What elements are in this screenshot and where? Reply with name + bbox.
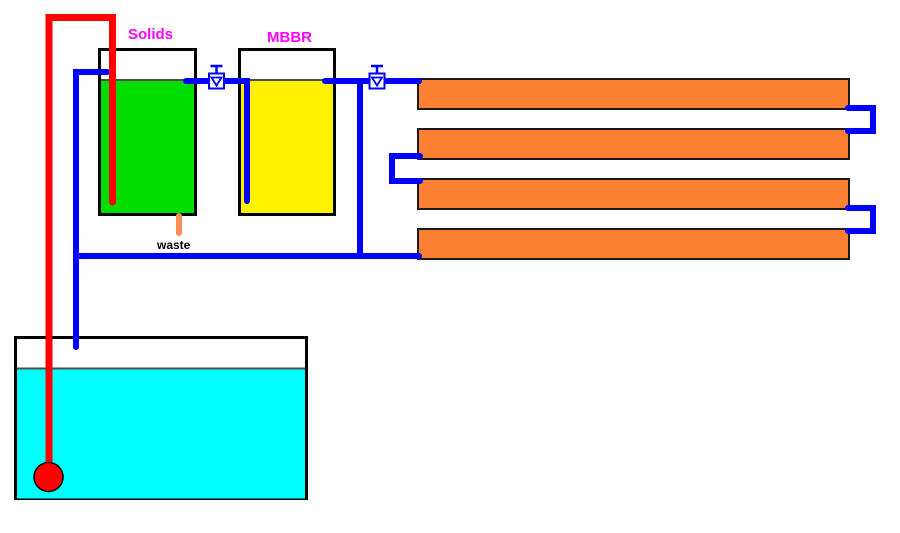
mbbr-tank [238, 48, 336, 216]
solids-tank-label: Solids [128, 26, 173, 43]
pump-supply-pipe [45, 14, 116, 478]
grow-channels [417, 78, 850, 260]
pump [33, 461, 64, 493]
valve-1 [208, 64, 225, 90]
valve-1-icon [209, 76, 224, 88]
grow-channel-4 [417, 228, 850, 260]
grow-channel-1 [417, 78, 850, 110]
waste-label: waste [156, 238, 191, 252]
pump-supply [33, 14, 116, 493]
valve-1-handle-icon [210, 64, 223, 74]
blue-pipes [73, 69, 876, 350]
valve-2-handle-icon [371, 64, 383, 74]
solids-water [101, 81, 194, 213]
channel-u-connector-right-1 [845, 105, 876, 134]
mbbr-water [241, 81, 333, 213]
valve-2-icon [370, 76, 384, 88]
grow-channel-3 [417, 178, 850, 210]
mbbr-tank-label: MBBR [267, 29, 312, 46]
grow-channel-2 [417, 128, 850, 160]
sump-tank [14, 336, 308, 500]
sump-water [17, 369, 305, 499]
channel-u-connector-right-2 [845, 205, 876, 234]
solids-to-mbbr-pipe [183, 78, 250, 204]
valve-2 [368, 64, 386, 90]
channel-u-connector-left [389, 153, 423, 184]
